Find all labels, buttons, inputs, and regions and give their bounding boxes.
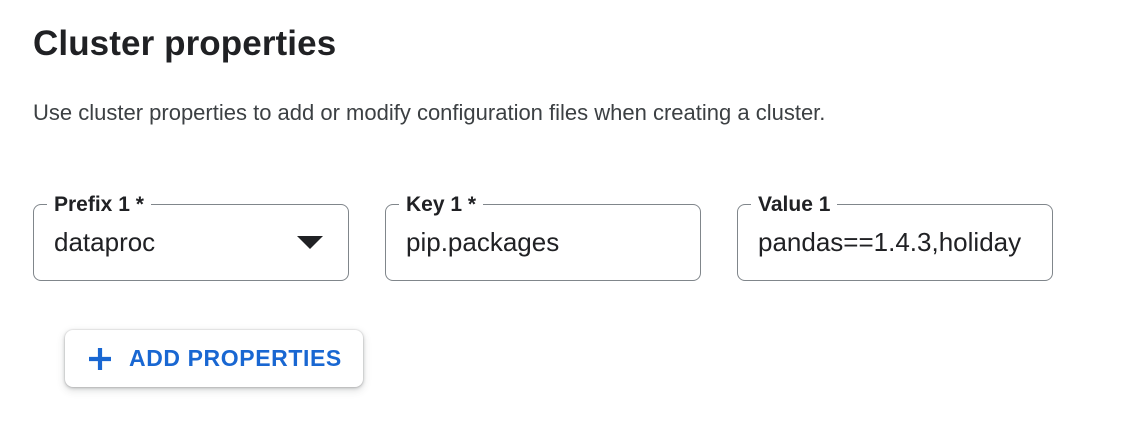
page-description: Use cluster properties to add or modify … xyxy=(33,100,826,125)
value-field-label: Value 1 xyxy=(751,193,838,216)
add-properties-label: ADD PROPERTIES xyxy=(129,345,342,371)
plus-icon xyxy=(89,347,111,370)
dropdown-arrow-icon xyxy=(297,236,323,249)
value-field: Value 1 xyxy=(737,193,1053,281)
prefix-field-label: Prefix 1 * xyxy=(47,193,151,216)
key-field-label: Key 1 * xyxy=(399,193,484,216)
page-title: Cluster properties xyxy=(33,24,337,63)
property-fields-row: Prefix 1 * dataproc Key 1 * Value 1 xyxy=(33,193,1089,281)
prefix-selected-value: dataproc xyxy=(54,227,156,257)
prefix-select[interactable]: Prefix 1 * dataproc xyxy=(33,193,349,281)
value-input[interactable] xyxy=(738,205,1052,280)
key-input[interactable] xyxy=(386,205,700,280)
cluster-properties-section: Cluster properties Use cluster propertie… xyxy=(0,25,1122,387)
add-properties-button[interactable]: ADD PROPERTIES xyxy=(65,330,363,387)
key-field: Key 1 * xyxy=(385,193,701,281)
